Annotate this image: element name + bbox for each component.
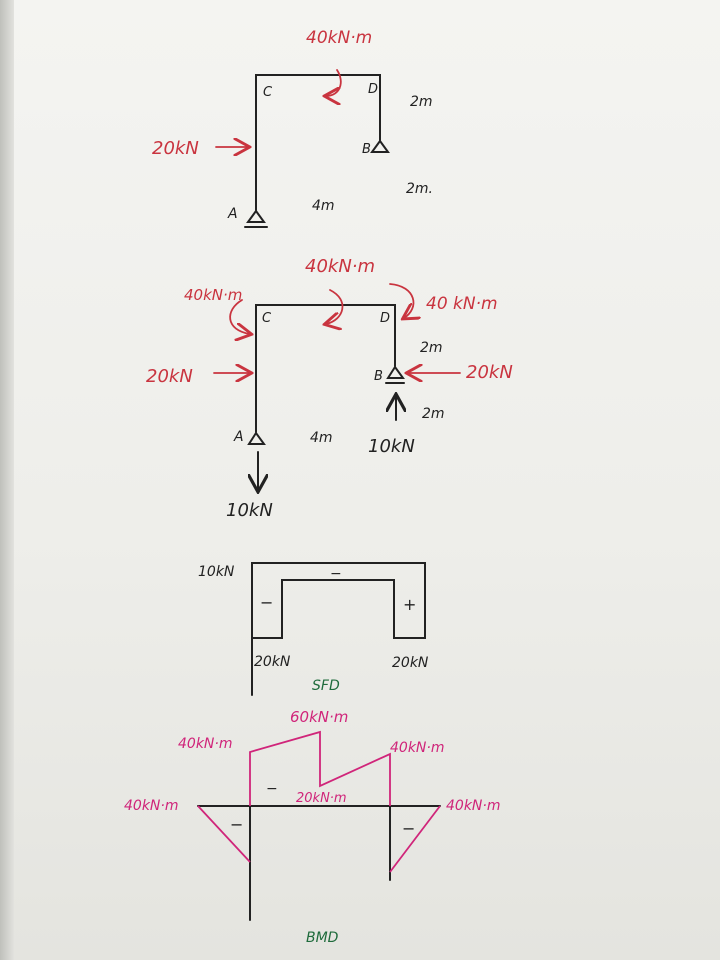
bmd-right-sign: − (402, 819, 415, 838)
bmd-mid-label: 20kN·m (296, 791, 347, 806)
frame-diagram-1: 40kN·m C D 2m 20kN B 2m. A 4m (152, 28, 433, 228)
load-label-1: 20kN (152, 138, 199, 159)
bmd-right-triangle (389, 805, 441, 873)
bmd-beam-curve (249, 730, 391, 806)
support-b-2 (386, 365, 405, 379)
bmd-left-triangle (197, 805, 251, 863)
moment-arrow-2-top (326, 289, 344, 324)
span-label-2: 4m (310, 430, 333, 446)
sfd-outline (251, 562, 426, 696)
frame-diagram-2: 40kN·m 40kN·m 40 kN·m C D 2m 20kN 20kN B… (146, 256, 513, 521)
load-label-2-left: 20kN (146, 366, 193, 387)
sfd-beam-sign: − (330, 566, 342, 582)
bending-moment-diagram: 60kN·m 40kN·m 40kN·m − 20kN·m 40kN·m 40k… (124, 708, 500, 946)
dim-label-2b: 2m (422, 406, 445, 422)
moment-label-2-top: 40kN·m (305, 256, 375, 277)
dim-label-1a: 2m (410, 94, 433, 110)
sfd-caption: SFD (312, 678, 340, 694)
load-label-2-right: 20kN (466, 362, 513, 383)
moment-arrow-2-d (389, 283, 413, 318)
node-b-label-1: B (362, 142, 371, 157)
support-a-2 (247, 431, 266, 445)
bmd-right-top-label: 40kN·m (390, 740, 444, 756)
bmd-right-side-label: 40kN·m (446, 798, 500, 814)
bmd-caption: BMD (306, 930, 339, 946)
shear-force-diagram: 10kN − − + 20kN 20kN SFD (198, 562, 429, 696)
frame-2-members (255, 304, 396, 433)
dim-label-1b: 2m. (406, 181, 433, 197)
node-a-label-2: A (233, 429, 244, 445)
support-a-1 (244, 209, 268, 228)
span-label-1: 4m (312, 198, 335, 214)
support-b-1 (370, 139, 390, 153)
reaction-label-a: 10kN (226, 500, 273, 521)
moment-arrow-2-c (229, 299, 250, 334)
sfd-right-sign: + (403, 595, 416, 614)
frame-1-members (255, 74, 381, 211)
node-d-label-1: D (368, 82, 378, 97)
node-b-label-2: B (374, 369, 383, 384)
bmd-frame-axis (249, 805, 391, 921)
page-edge-shadow (0, 0, 14, 960)
moment-label-2-d: 40 kN·m (426, 294, 498, 314)
reaction-label-b: 10kN (368, 436, 415, 457)
bmd-left-sign: − (230, 815, 243, 834)
moment-label-2-c: 40kN·m (184, 286, 242, 304)
node-c-label-2: C (262, 311, 272, 326)
sfd-right-value: 20kN (392, 655, 429, 671)
sfd-left-value: 20kN (254, 654, 291, 670)
moment-arrow-1 (326, 69, 342, 96)
dim-label-2a: 2m (420, 340, 443, 356)
bmd-left-side-label: 40kN·m (124, 798, 178, 814)
moment-label-1: 40kN·m (306, 28, 372, 48)
node-d-label-2: D (380, 311, 390, 326)
bmd-left-top-label: 40kN·m (178, 736, 232, 752)
node-a-label-1: A (227, 206, 238, 222)
sfd-left-sign: − (260, 593, 273, 612)
bmd-peak-label: 60kN·m (290, 708, 348, 726)
bmd-beam-sign: − (266, 781, 278, 797)
sfd-top-label: 10kN (198, 564, 235, 580)
node-c-label-1: C (263, 85, 273, 100)
